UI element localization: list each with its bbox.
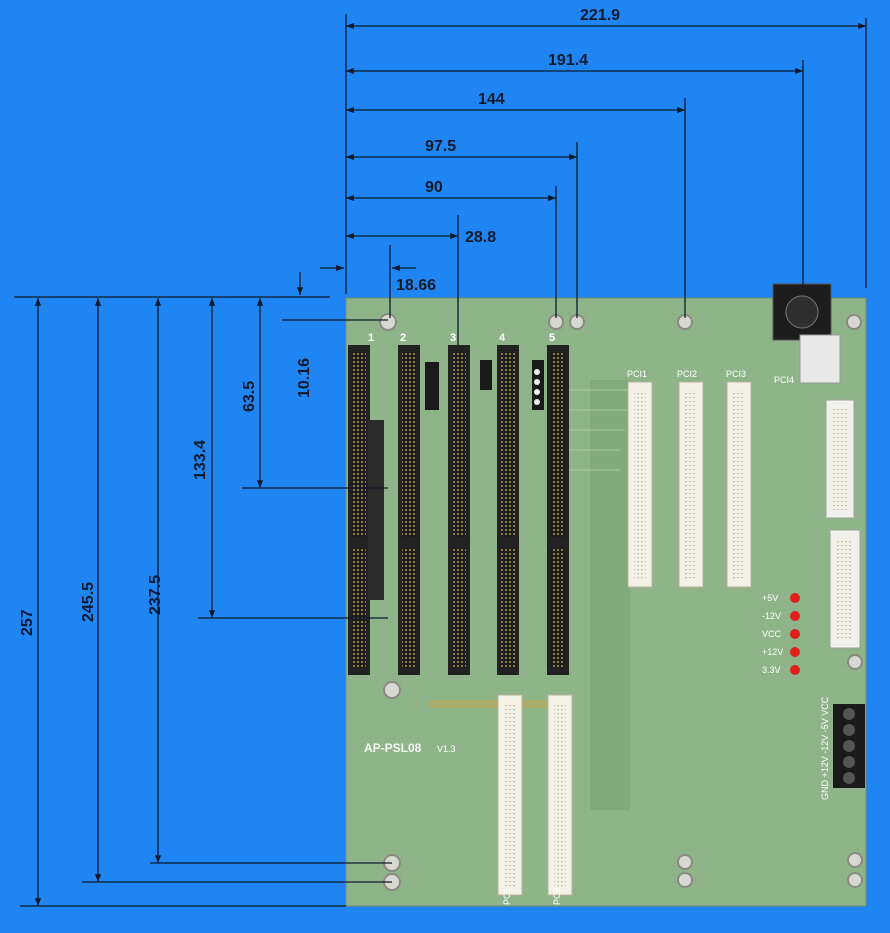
led xyxy=(790,647,800,657)
power-terminal-block: GND +12V -12V -5V VCC xyxy=(820,696,865,800)
voltage-leds: +5V -12V VCC +12V 3.3V xyxy=(762,593,800,675)
board-version-label: V1.3 xyxy=(437,744,456,754)
terminal-label: GND +12V -12V -5V VCC xyxy=(820,696,830,800)
backplane-board xyxy=(345,297,867,907)
dimension-label: 245.5 xyxy=(80,582,97,622)
isa-slot-number: 3 xyxy=(450,332,456,344)
power-connectors xyxy=(772,283,861,649)
dimension-label: 10.16 xyxy=(296,358,313,398)
jumper-blocks xyxy=(425,360,550,708)
bottom-pci-label: PC2 xyxy=(552,887,562,905)
pci-slots-top xyxy=(627,381,752,588)
led xyxy=(790,665,800,675)
horizontal-dimension-labels: 221.9 191.4 144 97.5 90 28.8 18.66 xyxy=(396,7,620,294)
mounting-holes xyxy=(379,313,863,891)
dimension-label: 97.5 xyxy=(425,138,456,155)
led-label: +5V xyxy=(762,593,778,603)
dimension-label: 90 xyxy=(425,179,443,196)
led-label: -12V xyxy=(762,611,781,621)
led-label: 3.3V xyxy=(762,665,781,675)
pci-slots-bottom: PC1 PC2 xyxy=(497,694,573,905)
dimension-label: 133.4 xyxy=(192,440,209,480)
led-label: +12V xyxy=(762,647,783,657)
isa-slot-number: 1 xyxy=(368,332,374,344)
board-model-label: AP-PSL08 xyxy=(364,741,422,755)
vertical-dimensions xyxy=(14,272,392,907)
isa-slot-number: 4 xyxy=(499,332,506,344)
pci-slot-labels: PCI1 PCI2 PCI3 PCI4 xyxy=(627,369,794,385)
led-label: VCC xyxy=(762,629,782,639)
dimension-label: 237.5 xyxy=(147,575,164,615)
dimension-label: 257 xyxy=(19,609,36,636)
dimension-label: 18.66 xyxy=(396,277,436,294)
isa-slot-number-labels: 1 2 3 4 5 xyxy=(368,332,555,344)
dimension-label: 191.4 xyxy=(548,52,588,69)
pci-slot-label: PCI3 xyxy=(726,369,746,379)
led xyxy=(790,629,800,639)
bottom-pci-label: PC1 xyxy=(502,887,512,905)
pci-slot-label: PCI1 xyxy=(627,369,647,379)
pci-slot-label: PCI2 xyxy=(677,369,697,379)
dimension-label: 63.5 xyxy=(241,381,258,412)
led xyxy=(790,611,800,621)
horizontal-dimensions xyxy=(320,14,867,345)
isa-slots xyxy=(348,345,569,675)
led xyxy=(790,593,800,603)
pci-slot-label: PCI4 xyxy=(774,375,794,385)
dimension-label: 144 xyxy=(478,91,505,108)
isa-slot-number: 2 xyxy=(400,332,406,344)
dimension-label: 28.8 xyxy=(465,229,496,246)
dimension-label: 221.9 xyxy=(580,7,620,24)
vertical-dimension-labels: 10.16 63.5 133.4 237.5 245.5 257 xyxy=(19,358,313,636)
isa-slot-number: 5 xyxy=(549,332,555,344)
